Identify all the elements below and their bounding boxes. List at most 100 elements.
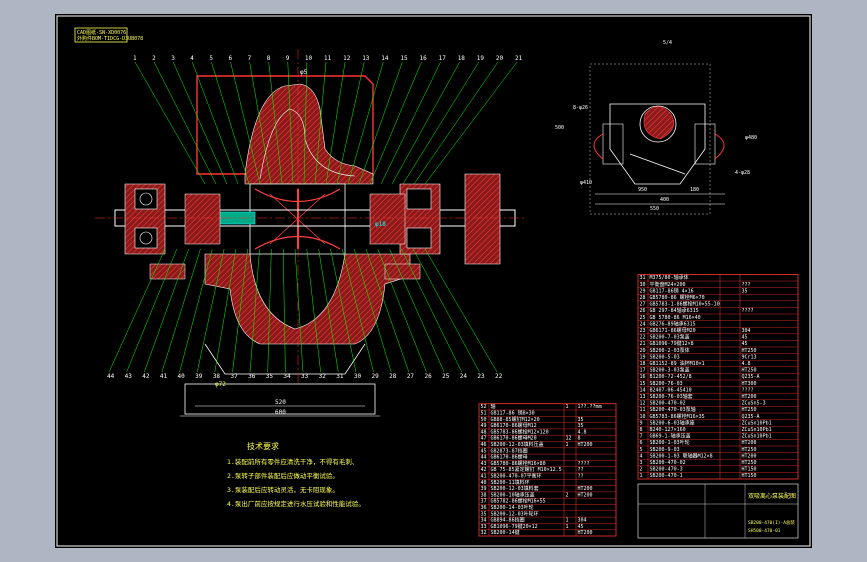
bom-cell-name: GB5780-86 螺栓M6×70: [650, 294, 705, 301]
balloon-bottom-37: 37: [230, 373, 238, 380]
bom-cell-no: 31: [640, 275, 646, 281]
leader-bottom-41: [161, 248, 201, 373]
balloon-bottom-25: 25: [442, 373, 450, 380]
bom-cell-name: SB200-470-03泵轴: [650, 406, 696, 413]
bom-cell-mat: HT250: [742, 447, 757, 453]
leader-top-7: [249, 61, 272, 185]
tech-line-3: 3.泵装配后应转动灵活，无卡阻现象。: [227, 485, 339, 494]
bom-cell-no: 7: [640, 434, 643, 440]
dim-side-left: 8-φ26: [573, 105, 588, 111]
balloon-top-14: 14: [381, 55, 389, 62]
balloon-top-21: 21: [515, 55, 523, 62]
balloon-top-5: 5: [209, 55, 213, 62]
bom-cell-no: 52: [481, 404, 487, 410]
bom-cell-no: 34: [481, 518, 487, 524]
balloon-bottom-43: 43: [125, 373, 133, 380]
bom-cell-no: 9: [640, 420, 643, 426]
balloon-top-15: 15: [400, 55, 408, 62]
leader-bottom-30: [330, 248, 357, 373]
bom-cell-no: 19: [640, 354, 646, 360]
balloon-bottom-36: 36: [248, 373, 256, 380]
bom-cell-mat: HT200: [742, 394, 757, 400]
title-block: 双吸离心泵装配图 SB200-470(I)-A总装 SH500-470-01: [637, 483, 799, 539]
bom-cell-mat: 4.8: [742, 361, 751, 367]
bom-cell-mat: ???: [742, 282, 751, 288]
tech-line-2: 2.泵转子部件装配后应做动平衡试验。: [227, 471, 339, 480]
bom-cell-name: SB200-470-1: [650, 473, 683, 479]
leader-top-6: [230, 61, 261, 185]
drawing-code-1: SB200-470(I)-A总装: [748, 519, 795, 526]
bom-cell-no: 49: [481, 423, 487, 429]
bom-cell-no: 10: [640, 414, 646, 420]
bom-cell-no: 25: [640, 315, 646, 321]
bom-cell-name: 轴: [491, 403, 496, 410]
dim-side-pitch-right: φ480: [745, 135, 757, 141]
bom-cell-mat: ????: [742, 308, 754, 314]
balloon-top-16: 16: [420, 55, 428, 62]
balloon-bottom-33: 33: [301, 373, 309, 380]
bom-cell-name: SB200-2-03泵体: [650, 347, 690, 354]
balloon-bottom-41: 41: [160, 373, 168, 380]
bom-cell-no: 3: [640, 460, 643, 466]
bom-cell-name: GB6170-86螺母M12: [491, 422, 537, 429]
leader-top-12: [325, 61, 346, 185]
bom-cell-no: 40: [481, 480, 487, 486]
balloon-bottom-29: 29: [372, 373, 380, 380]
bom-cell-mat: HT250: [742, 460, 757, 466]
bom-cell-mat: ZCuSn10Pb1: [742, 420, 772, 426]
balloon-top-4: 4: [190, 55, 194, 62]
balloon-top-20: 20: [496, 55, 504, 62]
bom-cell-name: GB1096-79键20×12: [491, 523, 538, 530]
bom-cell-name: SB200-11填料环: [491, 479, 530, 486]
leader-bottom-32: [306, 248, 321, 373]
balloon-bottom-31: 31: [336, 373, 344, 380]
bom-cell-name: GB6170-86螺母M20: [491, 435, 537, 442]
leader-bottom-37: [232, 248, 248, 373]
balloon-bottom-40: 40: [178, 373, 186, 380]
bom-cell-mat: 304: [742, 328, 751, 334]
bom-cell-name: SB200-470-07平衡环: [491, 473, 542, 480]
bom-cell-name: SB200-12-03叶轮环: [491, 510, 539, 517]
bom-cell-no: 36: [481, 505, 487, 511]
balloon-top-17: 17: [439, 55, 447, 62]
label-top-shaft: φ5: [300, 69, 308, 76]
bom-cell-mat: 35: [578, 417, 584, 423]
bom-cell-no: 18: [640, 361, 646, 367]
bom-cell-name: GB5783-86螺栓M16×35: [650, 413, 705, 420]
bom-cell-name: SB200-76-03轴套: [650, 393, 693, 400]
balloon-top-10: 10: [305, 55, 313, 62]
bom-cell-name: GB1096-79键12×8: [650, 340, 694, 347]
bom-cell-no: 13: [640, 394, 646, 400]
bom-cell-mat: HT200: [578, 442, 593, 448]
balloon-top-11: 11: [324, 55, 332, 62]
balloon-bottom-22: 22: [495, 373, 503, 380]
balloon-bottom-30: 30: [354, 373, 362, 380]
bom-cell-no: 37: [481, 499, 487, 505]
bom-cell-mat: HT200: [578, 486, 593, 492]
leader-bottom-28: [353, 248, 392, 373]
bom-cell-name: GB5782-86螺栓M16×55: [491, 498, 546, 505]
leader-top-3: [172, 61, 228, 185]
leader-bottom-35: [267, 248, 272, 373]
bom-cell-no: 17: [640, 368, 646, 374]
bom-cell-mat: HT300: [742, 381, 757, 387]
bom-cell-name: SB200-14-03叶轮: [491, 504, 534, 511]
bom-cell-name: SB200-9-03: [650, 447, 680, 453]
bom-cell-no: 43: [481, 461, 487, 467]
leader-bottom-24: [401, 248, 462, 373]
balloon-bottom-38: 38: [213, 373, 221, 380]
bom-cell-mat: 45: [578, 524, 584, 530]
bom-cell-mat: ZCuSn5-3: [742, 401, 766, 407]
bom-cell-name: B240-127×160: [650, 427, 686, 433]
bom-cell-name: SB200-12-03填料套: [491, 485, 539, 492]
bom-cell-no: 27: [640, 302, 646, 308]
balloon-bottom-42: 42: [142, 373, 150, 380]
leader-bottom-25: [389, 248, 445, 373]
balloon-top-13: 13: [362, 55, 370, 62]
bom-cell-name: B2407-06-45410: [650, 387, 692, 393]
bom-cell-qty: 1: [566, 518, 569, 524]
bom-cell-no: 6: [640, 440, 643, 446]
bom-cell-name: GB276-89轴承6315: [650, 320, 696, 327]
bom-cell-name: SB200-7-03泵盖: [650, 334, 690, 341]
